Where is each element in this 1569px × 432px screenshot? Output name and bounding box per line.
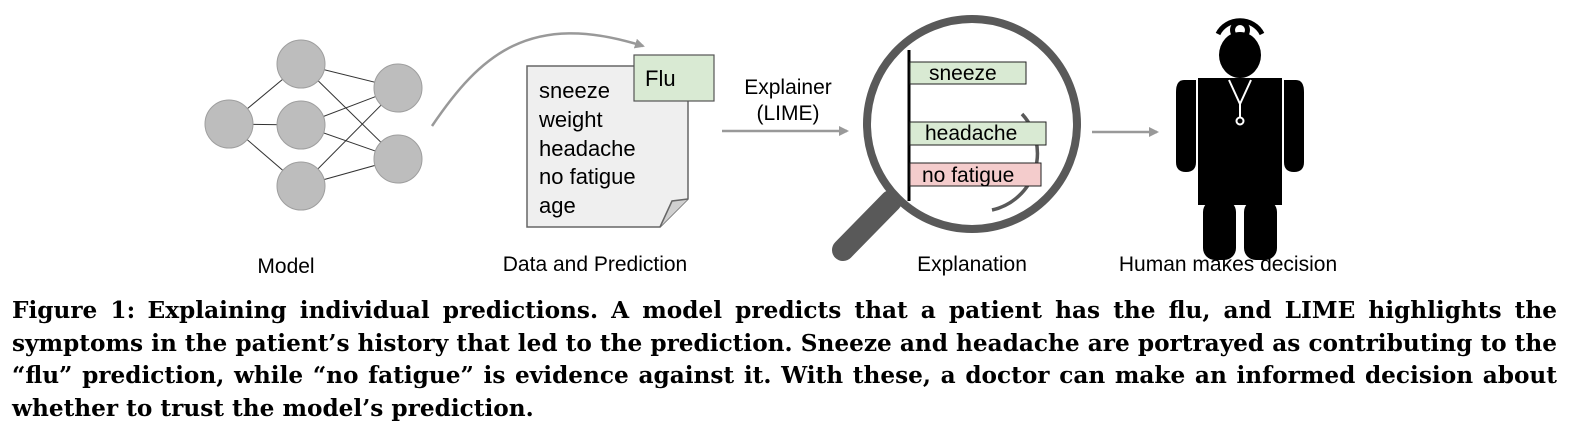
feature-item: sneeze (539, 78, 610, 103)
doctor-icon (1176, 18, 1304, 260)
curved-arrow (430, 32, 645, 127)
feature-item: headache (539, 136, 636, 161)
data-prediction-label: Data and Prediction (503, 253, 687, 276)
neural-network-model (204, 39, 423, 211)
magnifier-handle (832, 190, 902, 261)
prediction-label: Flu (645, 66, 676, 91)
input-node (204, 99, 254, 149)
document-fold (659, 198, 689, 228)
feature-item: weight (538, 107, 603, 132)
figure-number: Figure 1: (12, 297, 136, 324)
prediction-box: Flu (633, 54, 715, 102)
explanation-bar-label: headache (925, 122, 1017, 145)
figure-caption: Figure 1: Explaining individual predicti… (12, 295, 1557, 425)
explainer-method-label: (LIME) (757, 102, 820, 125)
explanation-bar (909, 121, 1047, 146)
hidden-node (276, 161, 326, 211)
explanation-bar (909, 61, 1027, 85)
lime-overview-diagram: Model sneeze weight headache no fatigue … (204, 15, 1337, 278)
feature-item: no fatigue (539, 164, 636, 189)
human-decision-label: Human makes decision (1119, 253, 1337, 276)
explanation-label: Explanation (917, 253, 1027, 276)
explanation-bars: sneeze headache no fatigue (907, 50, 1047, 201)
data-document: sneeze weight headache no fatigue age (526, 65, 689, 228)
output-node (373, 63, 423, 113)
explainer-label: Explainer (744, 76, 832, 99)
hidden-node (276, 39, 326, 89)
network-nodes (204, 39, 423, 211)
hidden-node (276, 100, 326, 150)
feature-item: age (539, 193, 576, 218)
output-node (373, 134, 423, 184)
explanation-bar-label: sneeze (929, 62, 997, 85)
explanation-bar (909, 162, 1042, 187)
model-label: Model (257, 255, 314, 278)
caption-text: Explaining individual predictions. A mod… (12, 297, 1557, 422)
explanation-bar-label: no fatigue (922, 164, 1014, 187)
